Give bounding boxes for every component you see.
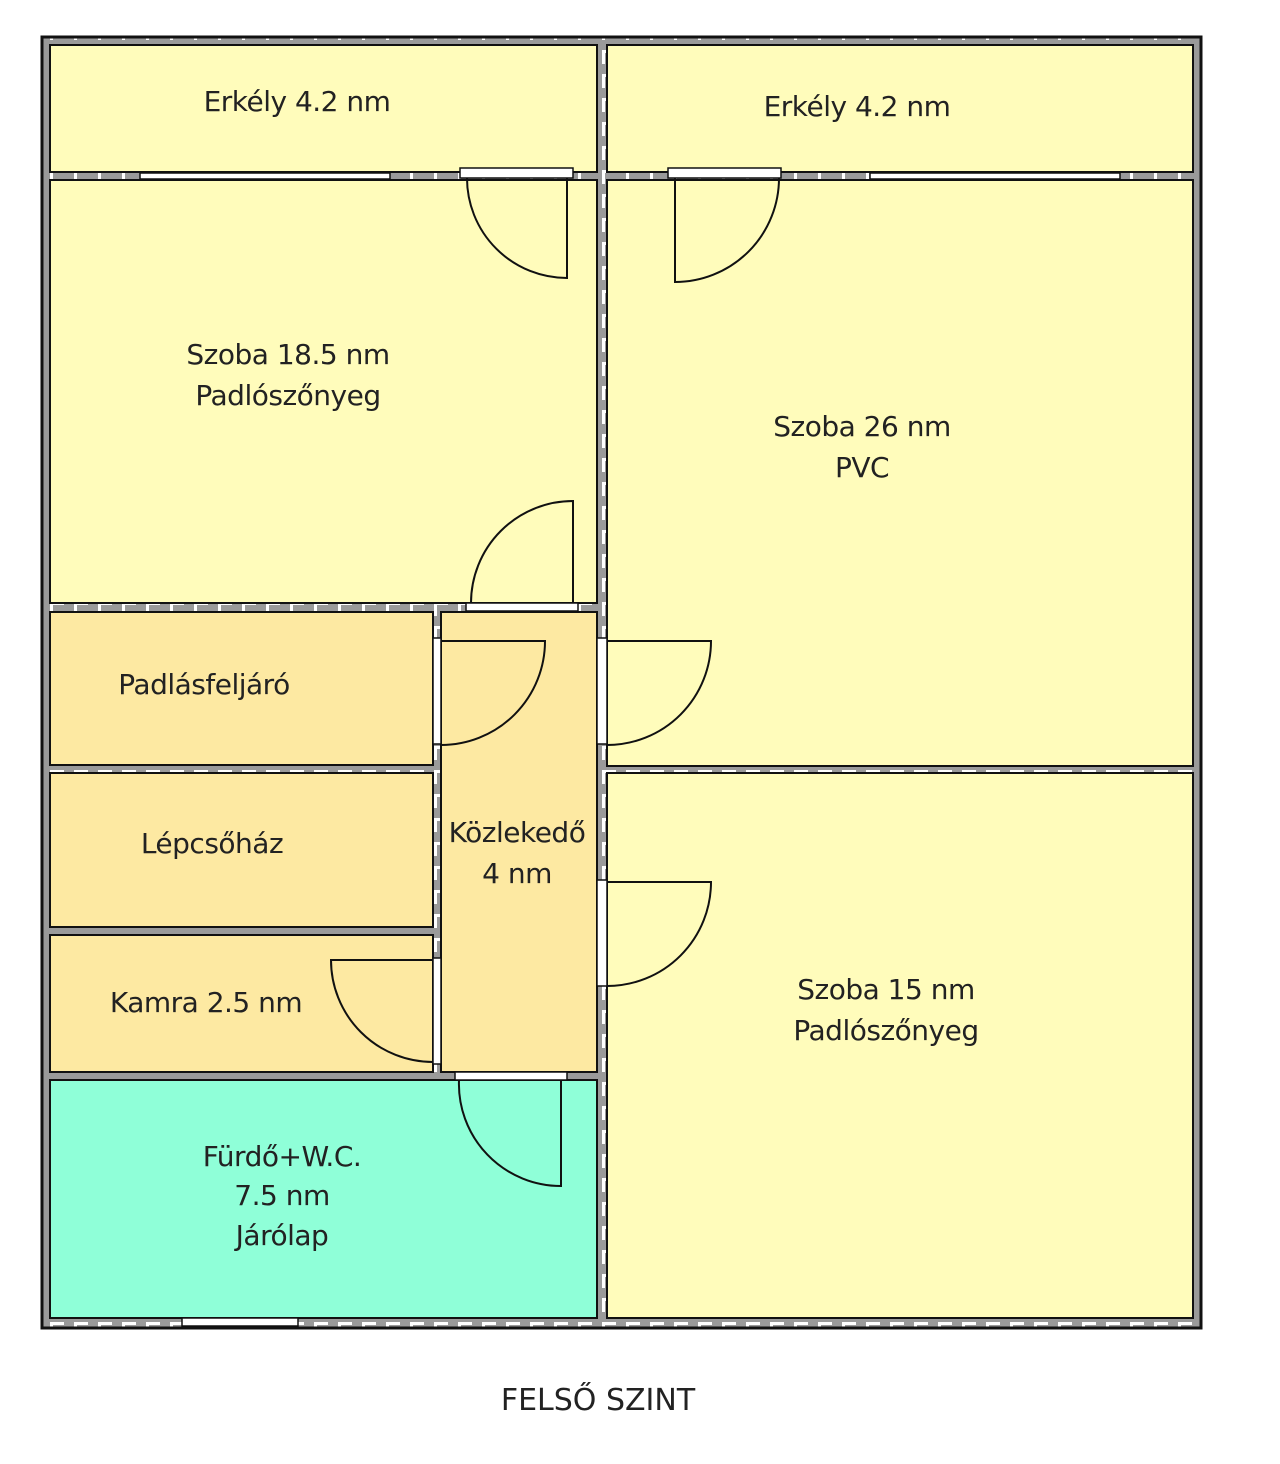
room-floor-label: Járólap <box>234 1219 329 1252</box>
door-swing-icon <box>674 177 780 284</box>
room-label: Közlekedő <box>449 816 586 849</box>
room-label: Padlásfeljáró <box>118 668 289 701</box>
room-label: Erkély 4.2 nm <box>204 85 391 118</box>
room-balcony-right <box>606 44 1194 173</box>
door-swing-icon <box>606 881 713 987</box>
door-swing-icon <box>606 640 713 746</box>
door-opening <box>465 602 579 612</box>
room-bedroom-26 <box>606 179 1194 767</box>
room-stairwell <box>49 772 434 928</box>
room-area-label: 4 nm <box>482 857 552 890</box>
window <box>181 1317 299 1327</box>
room-balcony-left <box>49 44 598 173</box>
door-opening <box>432 637 442 745</box>
room-hallway <box>440 611 598 1073</box>
room-pantry <box>49 934 434 1073</box>
room-label: Erkély 4.2 nm <box>764 90 951 123</box>
floor-caption: FELSŐ SZINT <box>501 1381 696 1418</box>
room-label: Szoba 26 nm <box>773 410 950 443</box>
room-attic-access <box>49 611 434 766</box>
room-floor-label: Padlószőnyeg <box>195 379 380 412</box>
door-opening <box>454 1071 568 1081</box>
door-swing-icon <box>440 640 547 746</box>
room-floor-label: PVC <box>835 451 889 484</box>
door-swing-icon <box>466 177 568 280</box>
room-label: Fürdő+W.C. <box>203 1140 362 1173</box>
door-opening <box>432 957 442 1065</box>
room-floor-label: Padlószőnyeg <box>793 1014 978 1047</box>
room-bathroom <box>49 1079 598 1319</box>
door-opening <box>459 167 574 179</box>
door-opening <box>596 879 608 987</box>
door-swing-icon <box>470 499 574 604</box>
door-swing-icon <box>457 1079 562 1188</box>
room-label: Lépcsőház <box>141 827 283 860</box>
door-opening <box>596 637 608 745</box>
room-area-label: 7.5 nm <box>234 1179 329 1212</box>
room-bedroom-15 <box>606 772 1194 1319</box>
door-opening <box>667 167 782 179</box>
room-label: Kamra 2.5 nm <box>110 986 302 1019</box>
door-swing-icon <box>329 959 434 1063</box>
room-bedroom-18 <box>49 179 598 604</box>
window <box>869 172 1121 180</box>
window <box>139 172 391 180</box>
room-label: Szoba 15 nm <box>797 973 974 1006</box>
room-label: Szoba 18.5 nm <box>186 338 389 371</box>
